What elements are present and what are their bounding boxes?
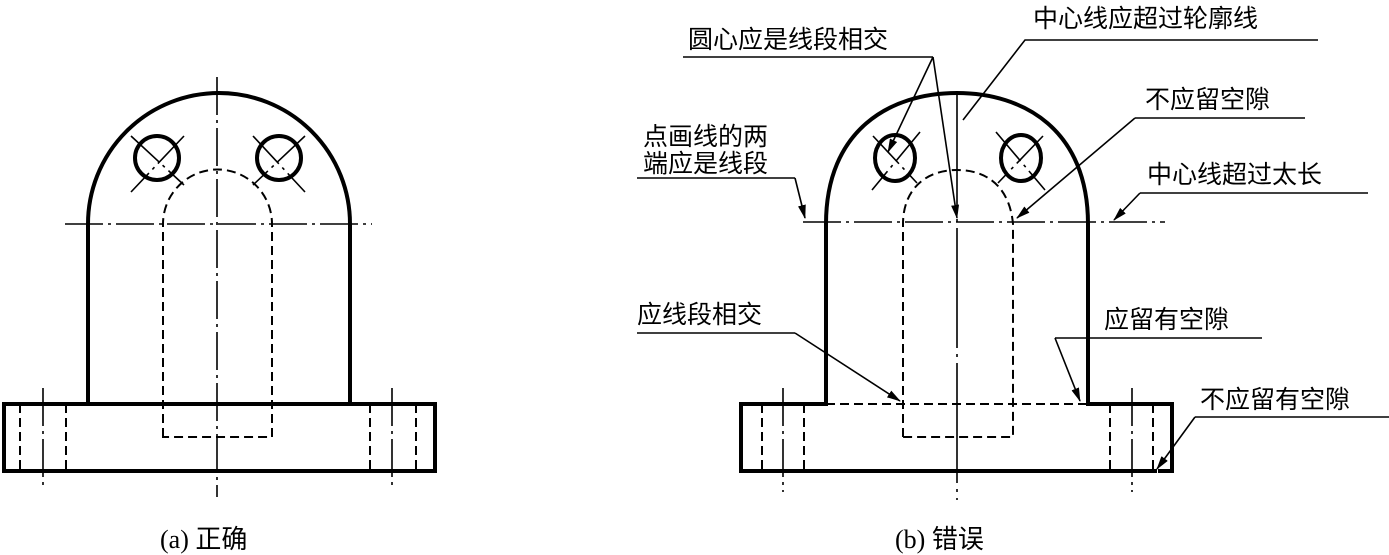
centerline xyxy=(871,131,921,191)
leader-arrow xyxy=(1016,117,1136,219)
centerline xyxy=(997,135,1044,184)
figure-correct: (a) 正确 xyxy=(2,77,437,554)
annotation-dash-ends-1: 点画线的两 xyxy=(643,122,768,151)
leader-arrow xyxy=(932,56,960,219)
annotation-circle-center: 圆心应是线段相交 xyxy=(688,25,888,54)
annotation-centerline-too-long: 中心线超过太长 xyxy=(1147,160,1322,189)
annotation-centerline-exceed: 中心线应超过轮廓线 xyxy=(1033,4,1258,33)
hole-circle xyxy=(999,133,1043,183)
hidden-slot xyxy=(902,168,1014,438)
caption-a: (a) 正确 xyxy=(160,525,247,554)
leader-arrow xyxy=(1156,416,1196,470)
leader-arrow xyxy=(794,332,901,402)
leader-underline xyxy=(962,39,1318,121)
centerline xyxy=(130,135,185,193)
centerline xyxy=(872,135,918,184)
annotation-no-gap-2: 不应留有空隙 xyxy=(1200,385,1350,414)
annotation-should-intersect: 应线段相交 xyxy=(637,300,762,329)
annotation-no-gap: 不应留空隙 xyxy=(1145,85,1270,114)
hole-circle xyxy=(255,134,303,182)
leader-arrow xyxy=(887,56,934,153)
centerline xyxy=(995,131,1046,191)
leader-arrow xyxy=(794,177,806,219)
annotation-dash-ends-2: 端应是线段 xyxy=(643,149,768,178)
leader-arrow xyxy=(1113,192,1141,221)
annotations: 圆心应是线段相交 中心线应超过轮廓线 点画线的两 端应是线段 不应留空隙 中心线… xyxy=(637,4,1389,470)
leader-arrow xyxy=(1054,337,1081,402)
centerline xyxy=(252,135,306,186)
centerline xyxy=(252,135,306,193)
hole-circle xyxy=(873,133,917,183)
caption-b: (b) 错误 xyxy=(895,525,984,554)
centerline xyxy=(130,135,185,186)
hole-circle xyxy=(133,134,181,182)
outline xyxy=(86,91,352,406)
figure-wrong: (b) 错误 xyxy=(739,90,1174,554)
annotation-should-gap: 应留有空隙 xyxy=(1104,305,1229,334)
hidden-slot xyxy=(162,168,273,438)
